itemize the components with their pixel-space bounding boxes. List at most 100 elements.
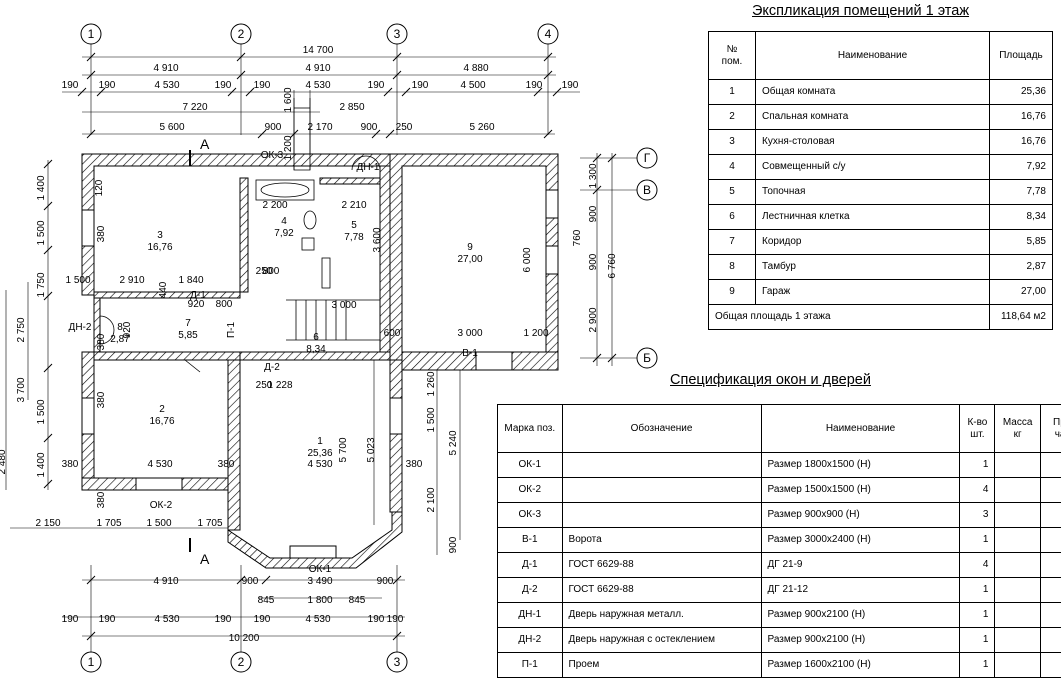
spec-qty-cell: 3	[959, 502, 996, 528]
dimension-value: 10 200	[229, 633, 260, 644]
spec-name-cell: ДГ 21-9	[760, 552, 961, 578]
dimension-value: 5 240	[448, 430, 459, 455]
dimension-value: 1 500	[146, 518, 171, 529]
axis-bottom-2: 2	[238, 655, 245, 669]
room-no-cell: 3	[708, 129, 756, 155]
room-area: 5,85	[178, 330, 198, 341]
spec-mass-cell	[994, 502, 1041, 528]
room-number: 8	[117, 322, 123, 333]
room-area: 7,78	[344, 232, 364, 243]
spec-mass-cell	[994, 652, 1041, 678]
spec-mass-cell	[994, 552, 1041, 578]
room-number: 3	[157, 230, 163, 241]
room-number: 4	[281, 216, 287, 227]
floor-plan: 1 2 3 4 1 2 3 Г В Б	[0, 23, 658, 673]
dimension-lines	[5, 56, 613, 637]
axis-top-1: 1	[88, 27, 95, 41]
rooms-total-value: 118,64 м2	[989, 304, 1053, 330]
dimension-value: 1 500	[65, 275, 90, 286]
room-number: 7	[185, 318, 191, 329]
spec-name-cell: ДГ 21-12	[760, 577, 961, 603]
spec-name-cell: Размер 3000x2400 (Н)	[760, 527, 961, 553]
dimension-value: 900	[377, 576, 394, 587]
dimension-value: 1 400	[36, 452, 47, 477]
dimension-value: 2 910	[119, 275, 144, 286]
spec-designation-cell	[561, 452, 762, 478]
spec-header-mass: Масса кг	[994, 404, 1041, 453]
dimension-value: 5 600	[159, 122, 184, 133]
room-number: 2	[159, 404, 165, 415]
dimension-value: 5 260	[469, 122, 494, 133]
spec-mark-cell: П-1	[497, 652, 563, 678]
dimension-value: 380	[96, 391, 107, 408]
dimension-value: 380	[96, 333, 107, 350]
spec-designation-cell: ГОСТ 6629-88	[561, 552, 762, 578]
dimension-value: 900	[588, 205, 599, 222]
room-name-cell: Спальная комната	[755, 104, 990, 130]
axis-right-v: В	[643, 183, 651, 197]
dimension-value: 900	[448, 536, 459, 553]
dimension-value: 2 200	[262, 200, 287, 211]
dimension-value: 1 228	[267, 380, 292, 391]
spec-note-cell	[1039, 577, 1061, 603]
spec-note-cell	[1039, 527, 1061, 553]
spec-mark-cell: ОК-1	[497, 452, 563, 478]
dimension-value: 7 220	[182, 102, 207, 113]
dimension-value: 1 200	[283, 135, 294, 160]
axis-right-g: Г	[644, 151, 651, 165]
spec-mark-cell: ДН-1	[497, 602, 563, 628]
spec-note-cell	[1039, 652, 1061, 678]
opening-label: В-1	[462, 348, 478, 359]
dimension-value: 1 500	[426, 407, 437, 432]
dimension-value: 190	[387, 614, 404, 625]
room-area-cell: 27,00	[989, 279, 1053, 305]
dimension-value: 4 530	[305, 614, 330, 625]
room-no-cell: 9	[708, 279, 756, 305]
room-area-cell: 7,78	[989, 179, 1053, 205]
spec-designation-cell	[561, 477, 762, 503]
spec-mass-cell	[994, 602, 1041, 628]
room-area: 2,87	[110, 334, 130, 345]
dimension-value: 920	[122, 321, 133, 338]
windows	[81, 189, 559, 559]
opening-label: ОК-2	[150, 500, 173, 511]
dimension-value: 380	[406, 459, 423, 470]
dimension-value: 3 000	[331, 300, 356, 311]
room-name-cell: Лестничная клетка	[755, 204, 990, 230]
dimension-value: 1 750	[36, 272, 47, 297]
dimension-value: 2 900	[588, 307, 599, 332]
dimension-value: 760	[572, 229, 583, 246]
axis-top-2: 2	[238, 27, 245, 41]
opening-label: Д-2	[264, 362, 280, 373]
spec-mark-cell: ОК-2	[497, 477, 563, 503]
room-number: 1	[317, 436, 323, 447]
dimension-value: 2 480	[0, 449, 8, 474]
dimension-value: 2 150	[35, 518, 60, 529]
dimension-value: 190	[99, 614, 116, 625]
dimension-value: 5 700	[338, 437, 349, 462]
spec-qty-cell: 1	[959, 602, 996, 628]
spec-name-cell: Размер 900x2100 (Н)	[760, 627, 961, 653]
spec-mass-cell	[994, 452, 1041, 478]
spec-mark-cell: В-1	[497, 527, 563, 553]
dimension-value: 2 850	[339, 102, 364, 113]
opening-label: П-1	[226, 322, 237, 339]
dimension-value: 120	[94, 179, 105, 196]
rooms-table-title: Экспликация помещений 1 этаж	[752, 3, 970, 19]
dimension-value: 1 260	[426, 371, 437, 396]
dimension-value: 3 490	[307, 576, 332, 587]
spec-qty-cell: 1	[959, 627, 996, 653]
dimension-value: 190	[215, 614, 232, 625]
spec-qty-cell: 1	[959, 452, 996, 478]
spec-designation-cell	[561, 502, 762, 528]
room-number: 9	[467, 242, 473, 253]
